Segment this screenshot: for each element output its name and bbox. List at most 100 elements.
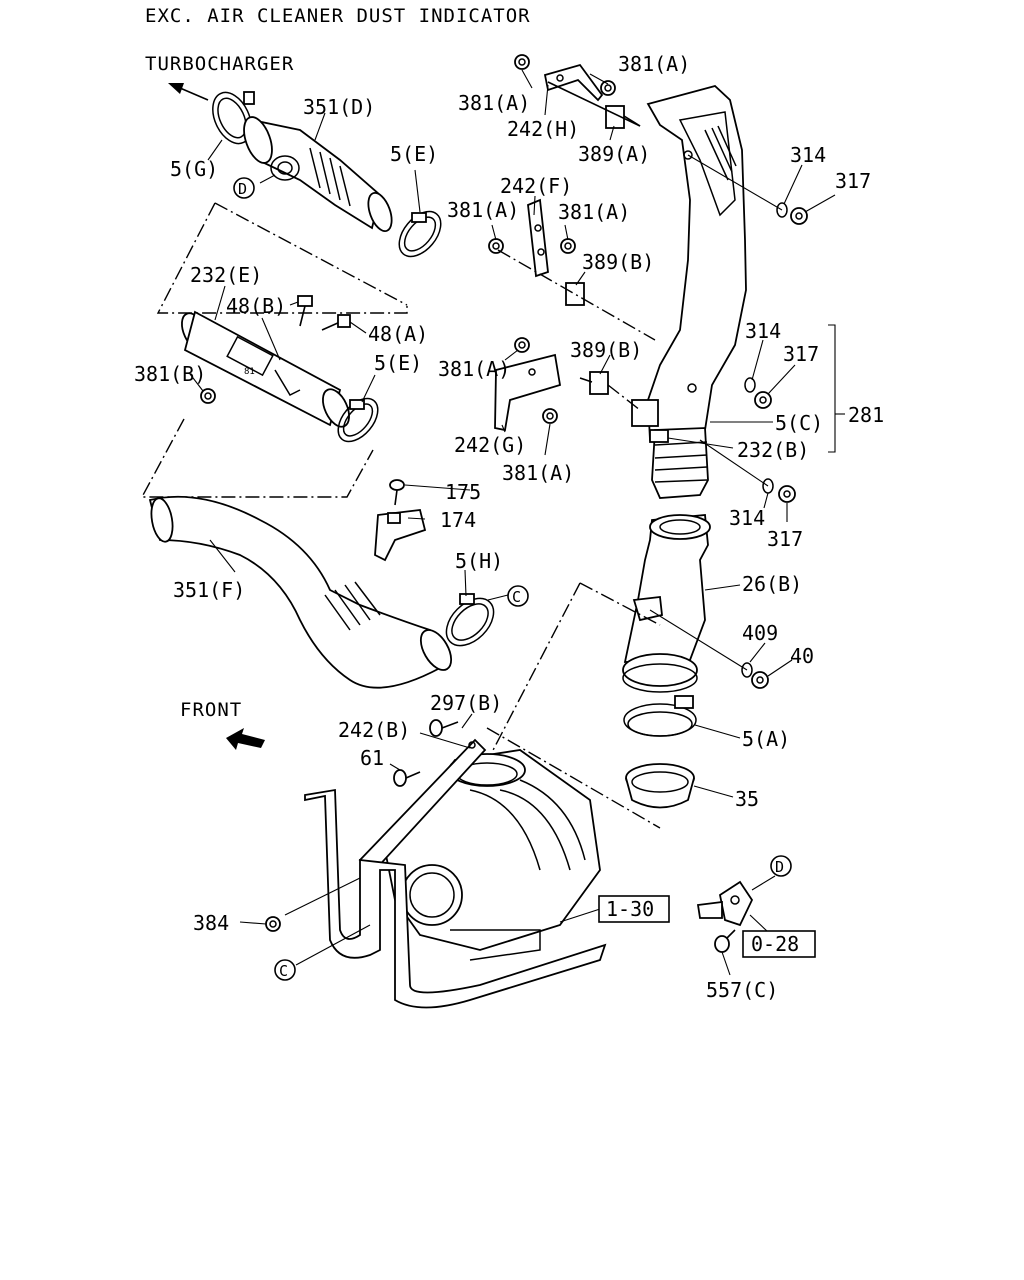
label-351d: 351(D)	[303, 95, 375, 119]
label-381a-2: 381(A)	[458, 91, 530, 115]
label-297b: 297(B)	[430, 691, 502, 715]
label-381a-1: 381(A)	[618, 52, 690, 76]
svg-text:81: 81	[244, 367, 255, 377]
label-61: 61	[360, 746, 384, 770]
callout-circle-c-upper: C	[507, 585, 529, 607]
label-381a-3: 381(A)	[447, 198, 519, 222]
svg-text:0-28: 0-28	[751, 932, 799, 956]
label-232b: 232(B)	[737, 438, 809, 462]
label-389b-lower: 389(B)	[570, 338, 642, 362]
nut-381b	[200, 388, 216, 404]
centerline-air-cleaner	[489, 582, 581, 757]
support-frame	[304, 788, 607, 1009]
svg-text:D: D	[238, 180, 247, 198]
bellows-232b	[651, 427, 709, 499]
label-384: 384	[193, 911, 229, 935]
label-232e: 232(E)	[190, 263, 262, 287]
clamp-5e-upper	[398, 210, 442, 258]
centerline-air-cleaner-right	[486, 727, 661, 829]
label-175: 175	[445, 480, 481, 504]
nut-381a-mid-left	[488, 238, 504, 254]
label-557c: 557(C)	[706, 978, 778, 1002]
clamp-5a	[623, 695, 697, 737]
indicator-port	[696, 880, 754, 927]
nut-384	[265, 916, 281, 932]
bracket-242f	[527, 198, 549, 278]
washer-409	[741, 662, 753, 678]
label-381a-4: 381(A)	[558, 200, 630, 224]
callout-circle-d-upper: D	[233, 177, 255, 199]
reference-box-0-28: 0-28	[742, 930, 816, 958]
mount-389b-lower	[579, 371, 609, 395]
clamp-5g	[212, 91, 255, 145]
label-5a: 5(A)	[742, 727, 790, 751]
turbocharger-label: TURBOCHARGER	[145, 53, 294, 75]
label-381b: 381(B)	[134, 362, 206, 386]
label-314-lower: 314	[729, 506, 765, 530]
nut-381a-top-left	[514, 54, 530, 70]
reference-box-1-30: 1-30	[598, 895, 670, 923]
label-5g: 5(G)	[170, 157, 218, 181]
washer-314-upper	[776, 202, 788, 218]
centerline-upper	[214, 202, 408, 306]
centerline-duct-lower	[579, 582, 661, 626]
duct-351f	[148, 495, 453, 689]
nut-381a-low-top	[514, 337, 530, 353]
leader-mount-389a-axis	[547, 81, 641, 127]
label-5h: 5(H)	[455, 549, 503, 573]
label-5e-upper: 5(E)	[390, 142, 438, 166]
nut-381a-low-bottom	[542, 408, 558, 424]
svg-text:1-30: 1-30	[606, 897, 654, 921]
callout-circle-d-lower: D	[770, 855, 792, 877]
leader-lines	[189, 69, 845, 976]
label-242b: 242(B)	[338, 718, 410, 742]
label-40: 40	[790, 644, 814, 668]
label-381a-6: 381(A)	[502, 461, 574, 485]
nut-317-lower	[778, 485, 796, 503]
duct-351d	[243, 116, 393, 233]
label-389b-upper: 389(B)	[582, 250, 654, 274]
front-arrow	[226, 728, 265, 750]
front-label: FRONT	[180, 699, 242, 721]
bolt-61	[393, 769, 421, 787]
callout-circle-c-lower: C	[274, 959, 296, 981]
label-317-middle: 317	[783, 342, 819, 366]
clamp-5h	[445, 593, 495, 647]
boundary-upper	[156, 202, 408, 314]
label-35: 35	[735, 787, 759, 811]
label-242h: 242(H)	[507, 117, 579, 141]
svg-text:D: D	[775, 858, 784, 876]
label-351f: 351(F)	[173, 578, 245, 602]
bolt-48a	[321, 314, 351, 331]
screw-557c	[714, 929, 736, 953]
clamp-5c	[649, 429, 669, 443]
nut-317-upper	[790, 207, 808, 225]
label-409: 409	[742, 621, 778, 645]
label-281: 281	[848, 403, 884, 427]
svg-text:C: C	[512, 588, 521, 606]
svg-text:C: C	[279, 962, 288, 980]
leader-washer-314-upper-axis	[687, 154, 783, 211]
centerline-mount-lower	[607, 384, 641, 411]
duct-26b	[622, 514, 711, 693]
turbocharger-arrow	[168, 83, 209, 101]
boundary-middle	[140, 418, 374, 498]
bolt-297b	[429, 719, 459, 737]
label-389a: 389(A)	[578, 142, 650, 166]
washer-314-middle	[744, 377, 756, 393]
nut-381a-top-right	[600, 80, 616, 96]
label-317-upper: 317	[835, 169, 871, 193]
label-314-upper: 314	[790, 143, 826, 167]
nut-317-middle	[754, 391, 772, 409]
label-314-middle: 314	[745, 319, 781, 343]
label-242g: 242(G)	[454, 433, 526, 457]
label-48a: 48(A)	[368, 322, 428, 346]
air-cleaner-housing	[384, 749, 601, 961]
label-242f: 242(F)	[500, 174, 572, 198]
screw-175	[389, 479, 405, 506]
label-174: 174	[440, 508, 476, 532]
leader-washer-409-axis	[649, 609, 748, 671]
nut-40	[751, 671, 769, 689]
leader-washer-314-lower-axis	[699, 439, 769, 487]
